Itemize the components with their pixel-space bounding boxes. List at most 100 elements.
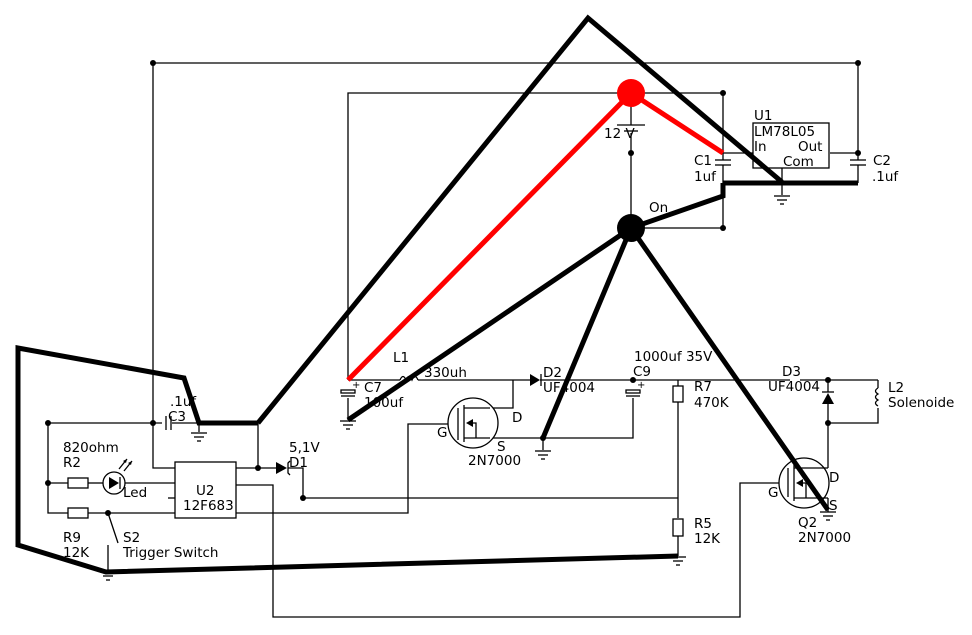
resistor-body — [672, 518, 684, 537]
capacitor-c2: C2 .1uf — [850, 143, 899, 185]
resistor-r9: R9 12K — [63, 507, 90, 561]
r5-value: 12K — [694, 531, 721, 547]
c3-ref: C3 — [168, 409, 186, 425]
wire — [236, 482, 786, 618]
led-label: Led — [123, 485, 147, 501]
overlay-stroke — [346, 225, 633, 423]
mosfet-arrow — [796, 479, 803, 487]
capacitor-c9: + C9 1000uf 35V — [625, 349, 713, 397]
r5-ref: R5 — [694, 516, 712, 532]
polarity-plus: + — [637, 380, 645, 391]
zener-d1: 5,1V D1 — [276, 440, 320, 476]
led: Led — [102, 458, 147, 501]
c2-ref: C2 — [873, 153, 891, 169]
wire — [152, 420, 175, 469]
ground-icon — [774, 195, 790, 205]
cap-plate — [625, 389, 641, 394]
junction-dot — [720, 225, 726, 231]
switch-node[interactable] — [617, 214, 645, 242]
c1-ref: C1 — [694, 153, 712, 169]
resistor-body — [67, 477, 89, 489]
ground-icon — [535, 450, 551, 460]
regulator-u1: U1 LM78L05 In Out Com — [752, 108, 830, 170]
q2-ref: Q2 — [798, 515, 817, 531]
zener-bar — [287, 460, 291, 476]
resistor-body — [67, 507, 89, 519]
inductor-l1: L1 330uh — [393, 350, 467, 382]
wire — [828, 408, 879, 424]
mcu-u2: U2 12F683 — [174, 461, 237, 519]
q2-pin-d: D — [829, 470, 839, 486]
overlay-stroke — [15, 345, 679, 575]
q1-pin-s: S — [497, 439, 506, 455]
d3-ref: D3 — [782, 364, 801, 380]
l2-value: Solenoide — [888, 395, 954, 411]
r7-value: 470K — [694, 395, 730, 411]
l2-ref: L2 — [888, 380, 904, 396]
led-icon — [109, 477, 119, 489]
u2-ref: U2 — [196, 483, 214, 499]
mosfet-q2: G D S Q2 2N7000 — [768, 457, 851, 546]
diode-icon — [822, 393, 834, 404]
junction-dot — [150, 420, 156, 426]
s2-label: Trigger Switch — [122, 545, 218, 561]
polarity-plus: + — [352, 380, 360, 391]
overlay-stroke — [540, 227, 634, 439]
junction-dot — [300, 495, 306, 501]
switch-lever — [107, 512, 119, 544]
mosfet-q1: G D S 2N7000 — [437, 397, 522, 469]
junction-dot — [45, 480, 51, 486]
u1-body — [752, 122, 830, 169]
led-ray-head — [123, 459, 127, 463]
resistor-r2: 820ohm R2 — [63, 440, 119, 489]
overlay-stroke — [628, 226, 831, 512]
d2-value: UF4004 — [543, 380, 595, 396]
ground-icon — [340, 420, 356, 430]
u2-part: 12F683 — [183, 498, 234, 514]
q2-pin-g: G — [768, 485, 778, 501]
d3-value: UF4004 — [768, 379, 820, 395]
r9-ref: R9 — [63, 530, 81, 546]
q2-part: 2N7000 — [798, 530, 851, 546]
wire — [47, 483, 68, 514]
c9-ref: C9 — [633, 364, 651, 380]
junction-dot — [45, 420, 51, 426]
u2-body — [174, 461, 237, 519]
q2-pin-s: S — [829, 498, 838, 514]
q1-pin-d: D — [512, 410, 522, 426]
switch-s2: S2 Trigger Switch — [107, 512, 218, 561]
diode-icon — [530, 374, 540, 386]
cap-plate — [340, 389, 356, 394]
diode-d3: D3 UF4004 — [768, 364, 834, 404]
ground-icon — [191, 432, 207, 442]
resistor-r5: R5 12K — [672, 516, 721, 547]
q1-part: 2N7000 — [468, 453, 521, 469]
junction-dot — [628, 150, 634, 156]
q1-pin-g: G — [437, 425, 447, 441]
r2-value: 820ohm — [63, 440, 119, 456]
junction-dot — [255, 465, 261, 471]
junction-dot — [150, 60, 156, 66]
wire-top-rail — [152, 62, 859, 420]
u1-ref: U1 — [754, 108, 772, 124]
u1-pin-com: Com — [783, 154, 814, 170]
resistor-body — [672, 385, 684, 403]
d1-ref: D1 — [289, 455, 308, 471]
diode-d2: D2 UF4004 — [530, 365, 595, 396]
battery-label: 12 V — [604, 126, 635, 142]
wire — [475, 398, 634, 439]
junctions — [45, 60, 861, 516]
led-ray-head — [128, 461, 132, 465]
capacitor-c7: + C7 100uf — [340, 380, 404, 411]
highlight-stroke — [629, 90, 725, 156]
resistor-r7: R7 470K — [672, 379, 730, 411]
highlight-stroke — [346, 91, 633, 382]
overlay-stroke — [630, 183, 726, 231]
mosfet-arrow — [466, 419, 473, 427]
junction-dot — [855, 60, 861, 66]
wires — [47, 62, 879, 618]
switch-on-label: On — [649, 200, 668, 216]
r7-ref: R7 — [694, 379, 712, 395]
ground-symbols — [100, 195, 836, 581]
